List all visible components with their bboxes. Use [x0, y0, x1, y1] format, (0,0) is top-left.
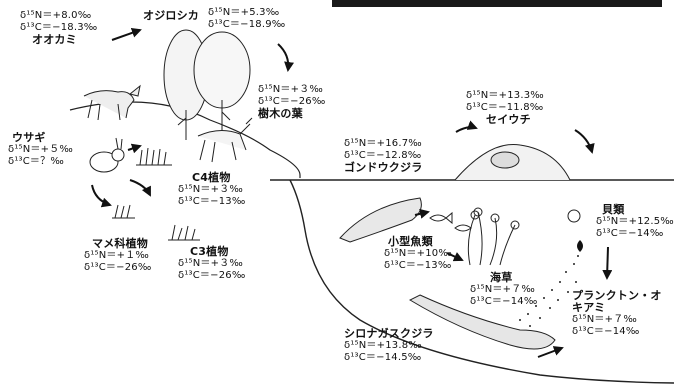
ojiroshika-name: オジロシカ: [143, 9, 199, 22]
label-usagi: ウサギ δ¹⁵N＝+５‰ δ¹³C＝？‰: [8, 132, 73, 168]
arrow-rabbit-to-legume: [91, 184, 112, 208]
arrow-c4-to-rabbit: [127, 143, 142, 154]
arrow-rabbit-to-c3: [129, 179, 151, 197]
label-shironagasu: シロナガスクジラ δ¹⁵N＝+13.8‰ δ¹³C＝−14.5‰: [344, 328, 434, 364]
arrow-gondou-to-seiuchi: [455, 120, 478, 133]
deer-drawing: [197, 117, 253, 163]
wolf-drawing: [83, 84, 141, 121]
gondou-n: δ¹⁵N＝+16.7‰: [344, 138, 422, 149]
c3-name: C3植物: [190, 245, 229, 258]
shell-drawing: [567, 209, 581, 223]
label-c3: C3植物 δ¹⁵N＝+３‰ δ¹³C＝−26‰: [178, 246, 245, 282]
grass-legume: [112, 204, 135, 219]
usagi-c: δ¹³C＝？‰: [8, 156, 64, 167]
c3-n: δ¹⁵N＝+３‰: [178, 258, 244, 269]
usagi-name: ウサギ: [12, 131, 46, 144]
shironagasu-c: δ¹³C＝−14.5‰: [344, 352, 422, 363]
ojiroshika-c: δ¹³C＝−18.9‰: [208, 19, 286, 30]
arrow-plankton-to-bluewhale: [537, 346, 564, 358]
grass-c4: [136, 147, 172, 166]
blue-whale-drawing: [408, 294, 556, 350]
label-ojiroshika: オジロシカ: [143, 10, 199, 22]
seafloor: [289, 179, 674, 384]
c4-name: C4植物: [192, 171, 231, 184]
plankton-c: δ¹³C＝−14‰: [572, 326, 640, 337]
okami-name: オオカミ: [32, 33, 77, 46]
label-c4: C4植物 δ¹⁵N＝+３‰ δ¹³C＝−13‰: [178, 172, 245, 208]
arrow-kogata-to-kaiso: [446, 252, 464, 262]
arrow-fish-to-whale: [414, 208, 430, 219]
okami-n: δ¹⁵N＝+8.0‰: [20, 10, 92, 21]
label-kairui: 貝類 δ¹⁵N＝+12.5‰ δ¹³C＝−14‰: [596, 204, 674, 240]
feeding-arrows: [91, 27, 613, 358]
rabbit-drawing: [89, 137, 125, 173]
arrow-leaves-to-deer: [277, 43, 295, 72]
seiuchi-name: セイウチ: [486, 113, 531, 126]
mame-n: δ¹⁵N＝+１‰: [84, 250, 150, 261]
trees: [163, 29, 251, 140]
kairui-c: δ¹³C＝−14‰: [596, 228, 664, 239]
shironagasu-n: δ¹⁵N＝+13.8‰: [344, 340, 422, 351]
gondou-c: δ¹³C＝−12.8‰: [344, 150, 422, 161]
label-plankton: プランクトン・オキアミ δ¹⁵N＝+７‰ δ¹³C＝−14‰: [572, 290, 672, 338]
plankton-n: δ¹⁵N＝+７‰: [572, 314, 638, 325]
kairui-n: δ¹⁵N＝+12.5‰: [596, 216, 674, 227]
seiuchi-n: δ¹⁵N＝+13.3‰: [466, 90, 544, 101]
grass-c3: [168, 224, 200, 241]
label-ojiroshika-values: δ¹⁵N＝+5.3‰ δ¹³C＝−18.9‰: [208, 7, 285, 31]
label-juki: δ¹⁵N＝+３‰ δ¹³C＝−26‰ 樹木の葉: [258, 84, 325, 120]
plankton-dots: [519, 255, 579, 327]
label-mame: マメ科植物 δ¹⁵N＝+１‰ δ¹³C＝−26‰: [84, 238, 151, 274]
label-kaiso: 海草 δ¹⁵N＝+７‰ δ¹³C＝−14‰: [470, 272, 537, 308]
arrow-deer-to-wolf: [111, 27, 142, 41]
small-fish-drawing: [429, 211, 472, 232]
kairui-name: 貝類: [602, 203, 625, 216]
arrow-kairui-down: [602, 246, 613, 280]
kaiso-c: δ¹³C＝−14‰: [470, 296, 538, 307]
kaiso-name: 海草: [490, 271, 513, 284]
c4-n: δ¹⁵N＝+３‰: [178, 184, 244, 195]
plankton-name: プランクトン・オキアミ: [572, 289, 662, 314]
shironagasu-name: シロナガスクジラ: [344, 327, 434, 340]
okami-c: δ¹³C＝−18.3‰: [20, 22, 98, 33]
juki-n: δ¹⁵N＝+３‰: [258, 84, 324, 95]
seiuchi-c: δ¹³C＝−11.8‰: [466, 102, 544, 113]
kaiso-n: δ¹⁵N＝+７‰: [470, 284, 536, 295]
juki-c: δ¹³C＝−26‰: [258, 96, 326, 107]
label-kogata: 小型魚類 δ¹⁵N＝+10‰ δ¹³C＝−13‰: [384, 236, 452, 272]
gondou-name: ゴンドウクジラ: [344, 161, 423, 174]
seaweed-drawing: [467, 207, 520, 266]
mame-c: δ¹³C＝−26‰: [84, 262, 152, 273]
arrow-seiuchi-right: [574, 129, 595, 154]
kogata-c: δ¹³C＝−13‰: [384, 260, 452, 271]
usagi-n: δ¹⁵N＝+５‰: [8, 144, 74, 155]
label-okami: δ¹⁵N＝+8.0‰ δ¹³C＝−18.3‰ オオカミ: [20, 10, 97, 46]
label-gondou: δ¹⁵N＝+16.7‰ δ¹³C＝−12.8‰ ゴンドウクジラ: [344, 138, 422, 174]
ojiroshika-n: δ¹⁵N＝+5.3‰: [208, 7, 280, 18]
juki-name: 樹木の葉: [258, 107, 303, 120]
mame-name: マメ科植物: [92, 237, 148, 250]
c4-c: δ¹³C＝−13‰: [178, 196, 246, 207]
c3-c: δ¹³C＝−26‰: [178, 270, 246, 281]
label-seiuchi: δ¹⁵N＝+13.3‰ δ¹³C＝−11.8‰ セイウチ: [466, 90, 544, 126]
kogata-n: δ¹⁵N＝+10‰: [384, 248, 452, 259]
kogata-name: 小型魚類: [388, 235, 433, 248]
walrus-drawing: [490, 151, 520, 169]
header-bar: [332, 0, 662, 7]
